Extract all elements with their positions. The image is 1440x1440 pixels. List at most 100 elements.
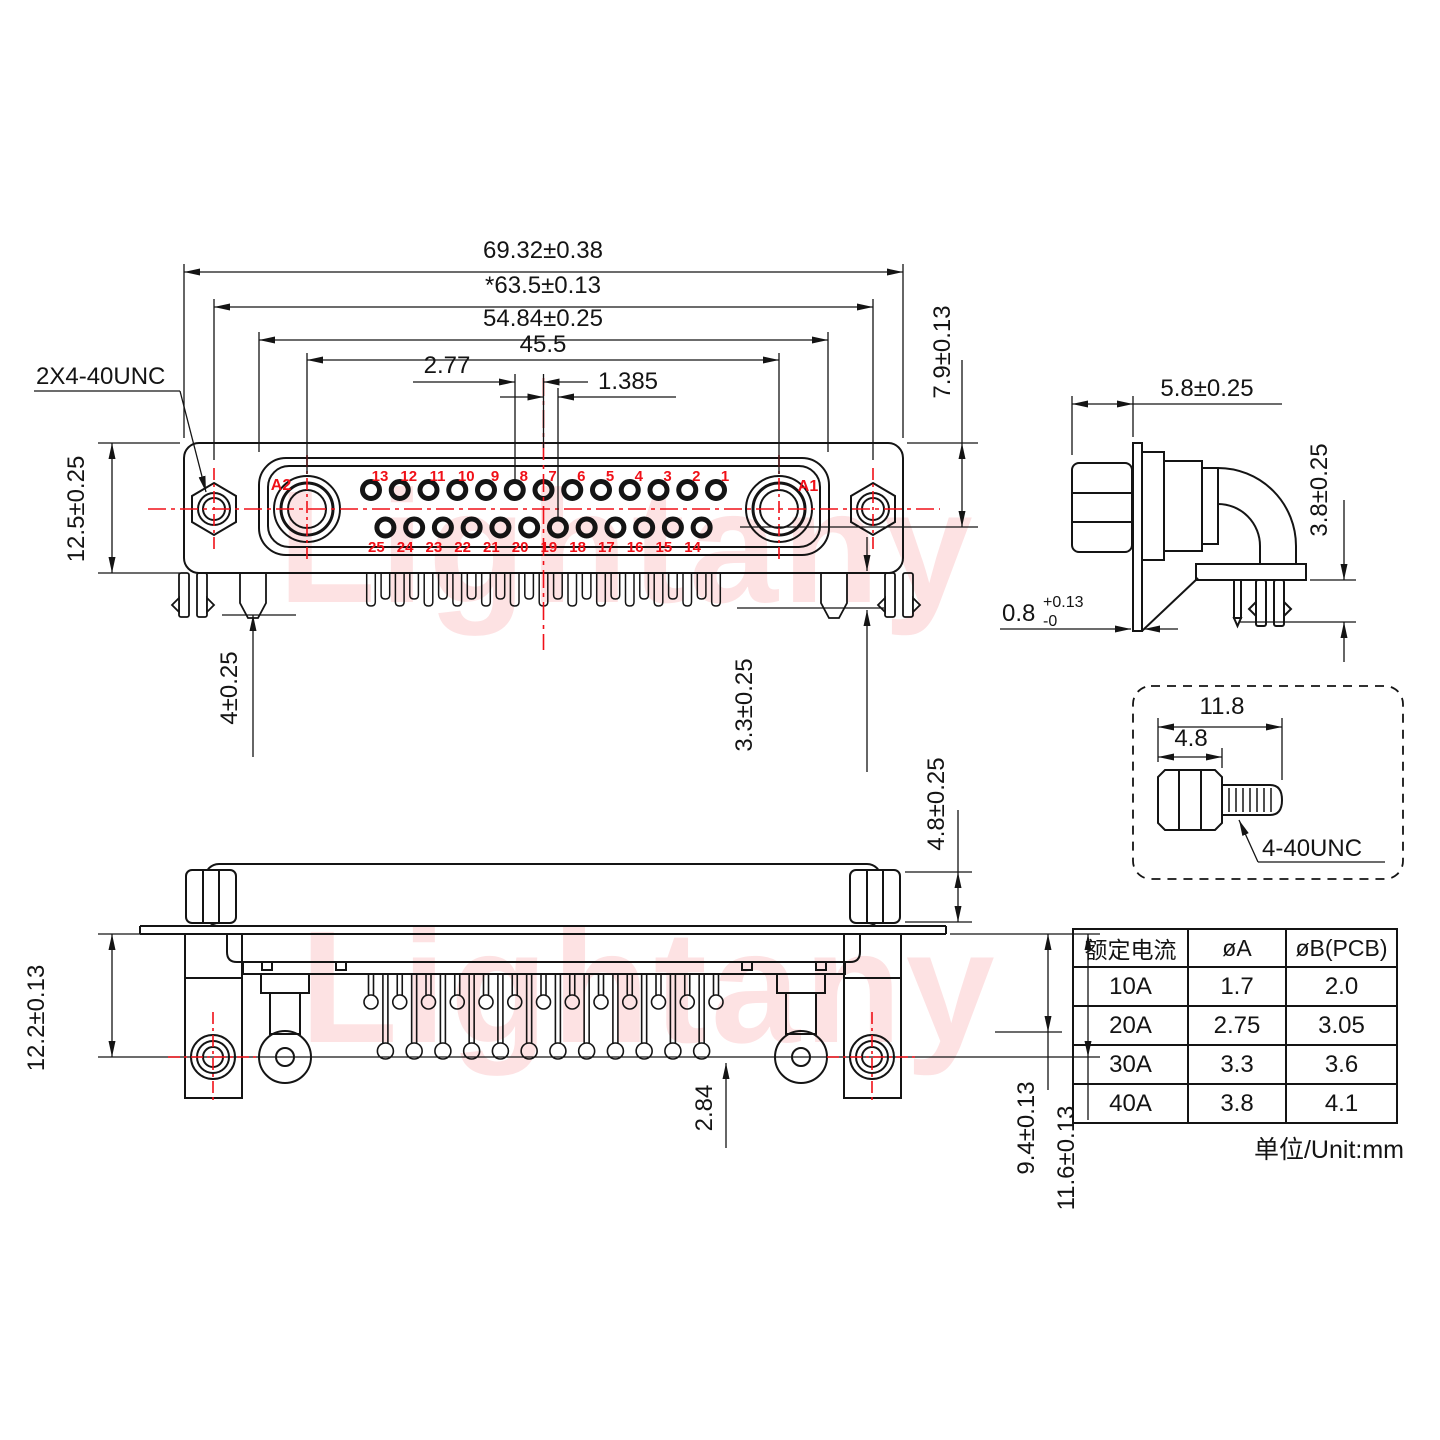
dim-bracket-drop: 3.8±0.25: [1306, 443, 1333, 536]
bottom-boot: [226, 934, 861, 963]
thread-note: 2X4-40UNC: [36, 363, 165, 390]
dim-plate-thickness: 0.8: [1002, 600, 1035, 627]
screw-hex-body: [1157, 769, 1223, 831]
pin-tip: [635, 1042, 653, 1060]
dim-pin-offset: 2.84: [691, 1085, 718, 1132]
pin-number: 5: [606, 468, 614, 485]
pin: [360, 479, 382, 501]
unit-note: 单位/Unit:mm: [1253, 1136, 1404, 1164]
pin-number: 13: [372, 468, 389, 485]
pin-tip: [621, 994, 638, 1010]
comb-pin: [639, 573, 650, 600]
pin: [446, 479, 469, 501]
comb-pin: [524, 573, 535, 600]
side-bend-inner: [1217, 503, 1261, 564]
pin-tip: [405, 1042, 423, 1060]
comb-pin: [667, 573, 678, 600]
dim-screw-hex: 4.8: [1174, 725, 1207, 752]
table-cell: 3.8: [1187, 1083, 1287, 1124]
dim-mount-spacing: *63.5±0.13: [485, 272, 601, 299]
pin: [431, 516, 454, 539]
side-bend-outer: [1217, 467, 1297, 564]
pin-number: 8: [520, 468, 528, 485]
front-underside: [170, 572, 922, 619]
side-view: [1071, 442, 1307, 632]
comb-pin: [610, 573, 621, 600]
pin-field: [360, 479, 727, 539]
table-cell: 3.6: [1285, 1044, 1398, 1085]
comb-pin: [682, 573, 693, 607]
pin-number: 16: [627, 539, 644, 556]
dim-row-offset: 7.9±0.13: [929, 305, 956, 398]
pin-number: 23: [426, 539, 443, 556]
dim-pin-depth: 9.4±0.13: [1013, 1081, 1040, 1174]
pin-tip: [692, 1042, 711, 1060]
pin-number: 1: [721, 468, 729, 485]
table-cell: 3.05: [1285, 1005, 1398, 1046]
pin-tip: [650, 994, 667, 1010]
dim-pin-pitch: 2.77: [424, 352, 471, 379]
table-cell: 2.75: [1187, 1005, 1287, 1046]
comb-pin: [710, 573, 722, 607]
dim-standoff-height: 4.8±0.25: [923, 757, 950, 850]
pin-tip: [708, 994, 724, 1010]
pin-tip: [391, 994, 408, 1010]
pin-number: 11: [430, 468, 446, 485]
pin-number: 10: [458, 468, 475, 485]
table-cell: 2.0: [1285, 966, 1398, 1007]
pin: [633, 516, 656, 539]
comb-pin: [495, 573, 506, 600]
comb-pin: [394, 573, 405, 607]
comb-pin: [624, 573, 635, 607]
pin-number: 4: [635, 468, 644, 485]
pin-tip: [462, 1042, 481, 1060]
table-header: 额定电流: [1072, 928, 1189, 968]
pin: [705, 479, 727, 501]
bottom-centerlines: [168, 1012, 917, 1102]
pin-tip: [549, 1042, 567, 1060]
pin-number: 9: [491, 468, 499, 485]
comb-pin: [437, 573, 448, 600]
dim-flange-height: 12.5±0.25: [63, 456, 90, 563]
front-dimensions: [34, 264, 978, 772]
pin: [388, 479, 411, 501]
standoff-left: [185, 869, 237, 924]
pin-tip: [593, 994, 609, 1010]
screw-detail: [1132, 685, 1404, 880]
pin: [690, 516, 713, 539]
pin-tip: [606, 1042, 625, 1060]
pin-tip: [449, 994, 466, 1010]
pin-number: 18: [569, 539, 586, 556]
comb-pin: [581, 573, 592, 600]
dim-post-length: 4±0.25: [216, 651, 243, 724]
pin-tip: [664, 1042, 682, 1060]
pin-tip: [520, 1042, 538, 1060]
pin-tip: [679, 994, 696, 1010]
pin: [503, 479, 526, 501]
pin-tip: [376, 1042, 395, 1060]
comb-pin: [423, 573, 434, 607]
pin-tip: [506, 994, 523, 1010]
table-header: øA: [1187, 928, 1287, 968]
table-cell: 10A: [1072, 966, 1189, 1007]
pin-number: 6: [577, 468, 585, 485]
screw-stud: [1221, 784, 1284, 816]
dim-pin-length: 3.3±0.25: [731, 658, 758, 751]
pin: [590, 479, 612, 501]
pin-tip: [535, 994, 552, 1010]
pin-tip: [577, 1042, 596, 1060]
pin-number: 19: [541, 539, 558, 556]
pin-number: 22: [454, 539, 471, 556]
front-dimension-labels: 69.32±0.38 *63.5±0.13 54.84±0.25 45.5 2.…: [36, 237, 956, 752]
comb-pin: [466, 573, 477, 600]
pin-number: 24: [397, 539, 414, 556]
pin-tip: [564, 994, 581, 1010]
table-header: øB(PCB): [1285, 928, 1398, 968]
dim-plate-tol-minus: -0: [1043, 613, 1057, 630]
pin-number: 25: [368, 539, 385, 556]
